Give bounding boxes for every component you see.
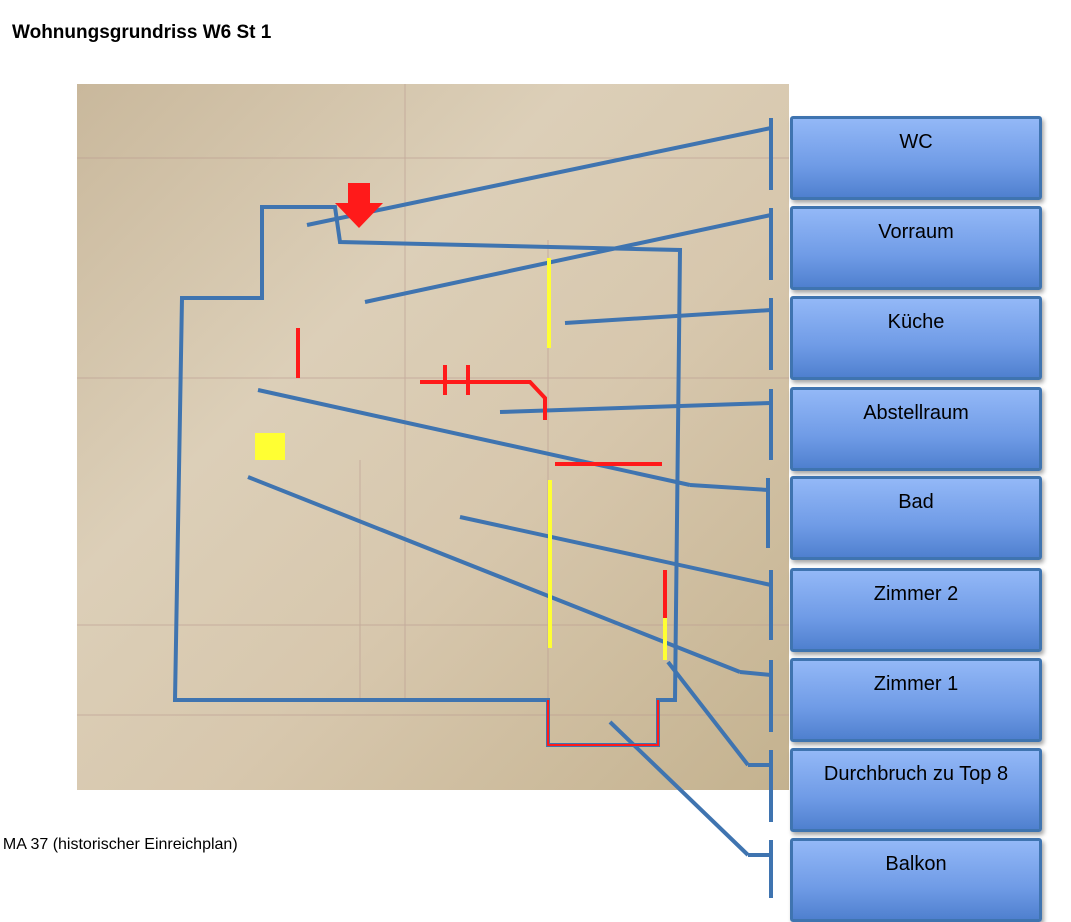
label-text: Balkon <box>885 853 947 875</box>
label-text: Zimmer 1 <box>873 673 959 695</box>
label-vorraum: Vorraum <box>790 206 1042 290</box>
label-wc: WC <box>790 116 1042 200</box>
label-zimmer-2: Zimmer 2 <box>790 568 1042 652</box>
label-text: WC <box>899 131 933 153</box>
label-durchbruch: Durchbruch zu Top 8 <box>790 748 1042 832</box>
label-text: Durchbruch zu Top 8 <box>823 763 1009 785</box>
label-bad: Bad <box>790 476 1042 560</box>
demolition-walls <box>296 328 667 746</box>
plan-overlay <box>77 84 789 898</box>
label-kueche: Küche <box>790 296 1042 380</box>
marker-square <box>255 433 285 460</box>
plan-grid <box>77 84 789 716</box>
source-caption: kt MA 37 (historischer Einreichplan) <box>0 836 238 853</box>
entrance-arrow-icon <box>335 183 383 228</box>
label-zimmer-1: Zimmer 1 <box>790 658 1042 742</box>
label-text: Bad <box>898 491 934 513</box>
label-text: Abstellraum <box>863 402 969 424</box>
label-balkon: Balkon <box>790 838 1042 922</box>
label-text: Vorraum <box>878 221 954 243</box>
floor-plan-image <box>77 84 789 790</box>
label-text: Zimmer 2 <box>873 583 959 605</box>
new-walls <box>547 258 667 660</box>
label-abstellraum: Abstellraum <box>790 387 1042 471</box>
label-text: Küche <box>887 311 945 333</box>
page-title: Wohnungsgrundriss W6 St 1 <box>12 22 272 43</box>
callout-lines <box>247 118 773 898</box>
